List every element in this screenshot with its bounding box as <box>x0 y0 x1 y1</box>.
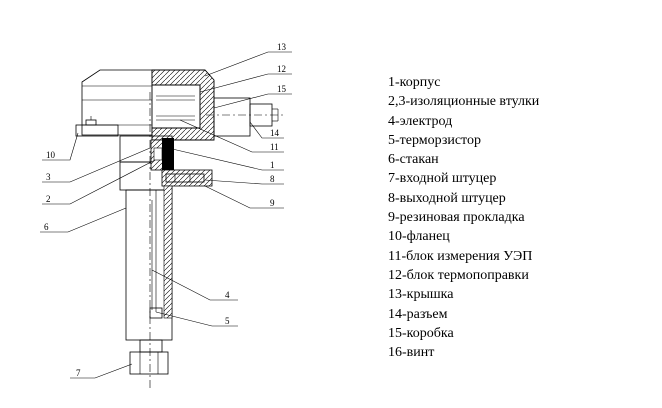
legend-item: 10-фланец <box>388 229 450 245</box>
leader-lines <box>40 51 292 379</box>
callout-9: 9 <box>270 198 275 208</box>
callout-6: 6 <box>44 222 49 232</box>
legend-item: 6-стакан <box>388 152 439 168</box>
legend-item: 12-блок термопоправки <box>388 267 529 283</box>
callout-11: 11 <box>270 142 279 152</box>
side-box <box>213 97 279 137</box>
legend-item: 13-крышка <box>388 287 454 303</box>
callout-12: 12 <box>277 64 286 74</box>
legend-item: 8-выходной штуцер <box>388 190 506 206</box>
callout-7: 7 <box>76 368 81 378</box>
cover <box>151 69 215 141</box>
parts-legend: 1-корпус 2,3-изоляционные втулки 4-элект… <box>388 73 539 362</box>
legend-item: 16-винт <box>388 345 435 361</box>
legend-item: 7-входной штуцер <box>388 171 497 187</box>
flange <box>75 116 119 137</box>
legend-item: 5-терморзистор <box>388 132 481 148</box>
callout-3: 3 <box>46 172 51 182</box>
callout-1: 1 <box>270 160 275 170</box>
legend-item: 9-резиновая прокладка <box>388 210 525 226</box>
legend-item: 15-коробка <box>388 325 454 341</box>
callout-4: 4 <box>225 290 230 300</box>
outlet-fitting <box>161 169 213 187</box>
callout-14: 14 <box>270 128 280 138</box>
cup <box>125 185 173 341</box>
callout-13: 13 <box>277 42 287 52</box>
callout-2: 2 <box>46 194 51 204</box>
callout-8: 8 <box>270 174 275 184</box>
legend-item: 1-корпус <box>388 75 441 90</box>
legend-item: 11-блок измерения УЭП <box>388 248 533 264</box>
callout-5: 5 <box>225 316 230 326</box>
callout-10: 10 <box>46 150 56 160</box>
legend-item: 2,3-изоляционные втулки <box>388 94 540 110</box>
callout-labels: 13 12 15 14 11 1 8 9 10 3 2 6 4 5 7 <box>44 42 287 378</box>
inlet-fitting <box>129 339 169 375</box>
legend-item: 4-электрод <box>388 113 453 129</box>
callout-15: 15 <box>277 84 287 94</box>
legend-item: 14-разъем <box>388 306 448 322</box>
